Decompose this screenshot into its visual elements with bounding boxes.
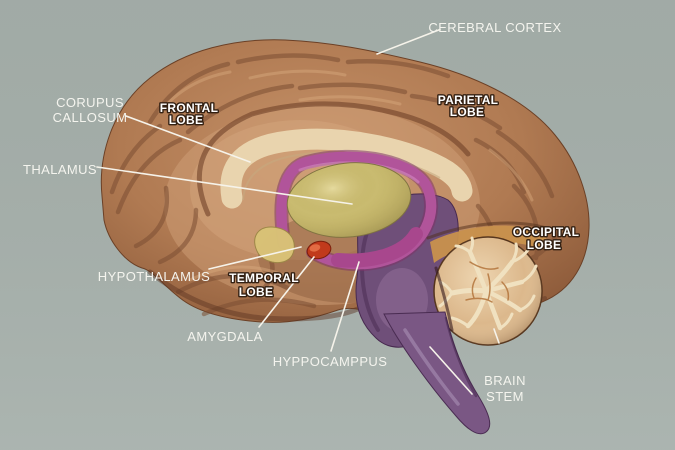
brain-stem-highlight bbox=[403, 328, 460, 406]
cortex-ridges bbox=[158, 69, 534, 282]
pons-left-shadow bbox=[360, 228, 380, 332]
leader-cerebellum-tick bbox=[493, 328, 500, 344]
thalamus-group bbox=[286, 162, 412, 238]
hippocampus-bulge bbox=[331, 227, 423, 268]
label-parietal-lobe-line2: LOBE bbox=[450, 105, 485, 119]
cerebellum-cracks bbox=[465, 261, 510, 303]
label-parietal-lobe-line1: PARIETAL bbox=[438, 93, 499, 107]
leader-hypothalamus bbox=[208, 246, 302, 270]
leader-thalamus bbox=[96, 166, 353, 205]
label-temporal-lobe-line1: TEMPORAL bbox=[229, 271, 299, 285]
leader-corupus-callosum bbox=[125, 115, 251, 163]
hypothalamus-shape bbox=[254, 226, 295, 264]
leader-cerebral-cortex bbox=[376, 28, 441, 55]
amygdala-group bbox=[306, 240, 332, 260]
label-corupus-callosum-line2: CALLOSUM bbox=[53, 110, 128, 125]
tentorium-band bbox=[430, 225, 548, 263]
label-occipital-lobe-line1: OCCIPITAL bbox=[513, 225, 579, 239]
callout-labels: CEREBRAL CORTEX CORUPUS CALLOSUM THALAMU… bbox=[23, 20, 561, 404]
pons-cerebellum-crevice bbox=[434, 266, 454, 332]
leader-amygdala bbox=[258, 256, 315, 328]
label-brain-stem-line1: BRAIN bbox=[484, 373, 526, 388]
label-corupus-callosum-line1: CORUPUS bbox=[56, 95, 124, 110]
label-amygdala: AMYGDALA bbox=[187, 329, 262, 344]
thalamus-shading bbox=[286, 162, 412, 238]
temporal-bottom-shadow bbox=[147, 269, 363, 322]
lobe-labels: FRONTAL LOBE PARIETAL LOBE OCCIPITAL LOB… bbox=[158, 92, 580, 301]
label-hyppocamppus: HYPPOCAMPPUS bbox=[273, 354, 388, 369]
label-occipital-lobe-line2: LOBE bbox=[527, 238, 562, 252]
brain-stem-edge-shadow bbox=[444, 316, 478, 398]
amygdala-highlight bbox=[309, 244, 321, 252]
leader-brain-stem bbox=[429, 346, 473, 395]
label-thalamus: THALAMUS bbox=[23, 162, 97, 177]
leader-hyppocamppus bbox=[330, 261, 360, 352]
label-cerebral-cortex: CEREBRAL CORTEX bbox=[428, 20, 561, 35]
cingulate-sulcus bbox=[197, 101, 471, 217]
label-frontal-lobe-line2: LOBE bbox=[169, 113, 204, 127]
label-brain-stem-line2: STEM bbox=[486, 389, 524, 404]
label-frontal-lobe-line1: FRONTAL bbox=[160, 101, 219, 115]
tentorium-shadow bbox=[426, 221, 554, 240]
label-hypothalamus: HYPOTHALAMUS bbox=[98, 269, 210, 284]
label-temporal-lobe-line2: LOBE bbox=[239, 285, 274, 299]
leader-lines bbox=[96, 28, 500, 395]
